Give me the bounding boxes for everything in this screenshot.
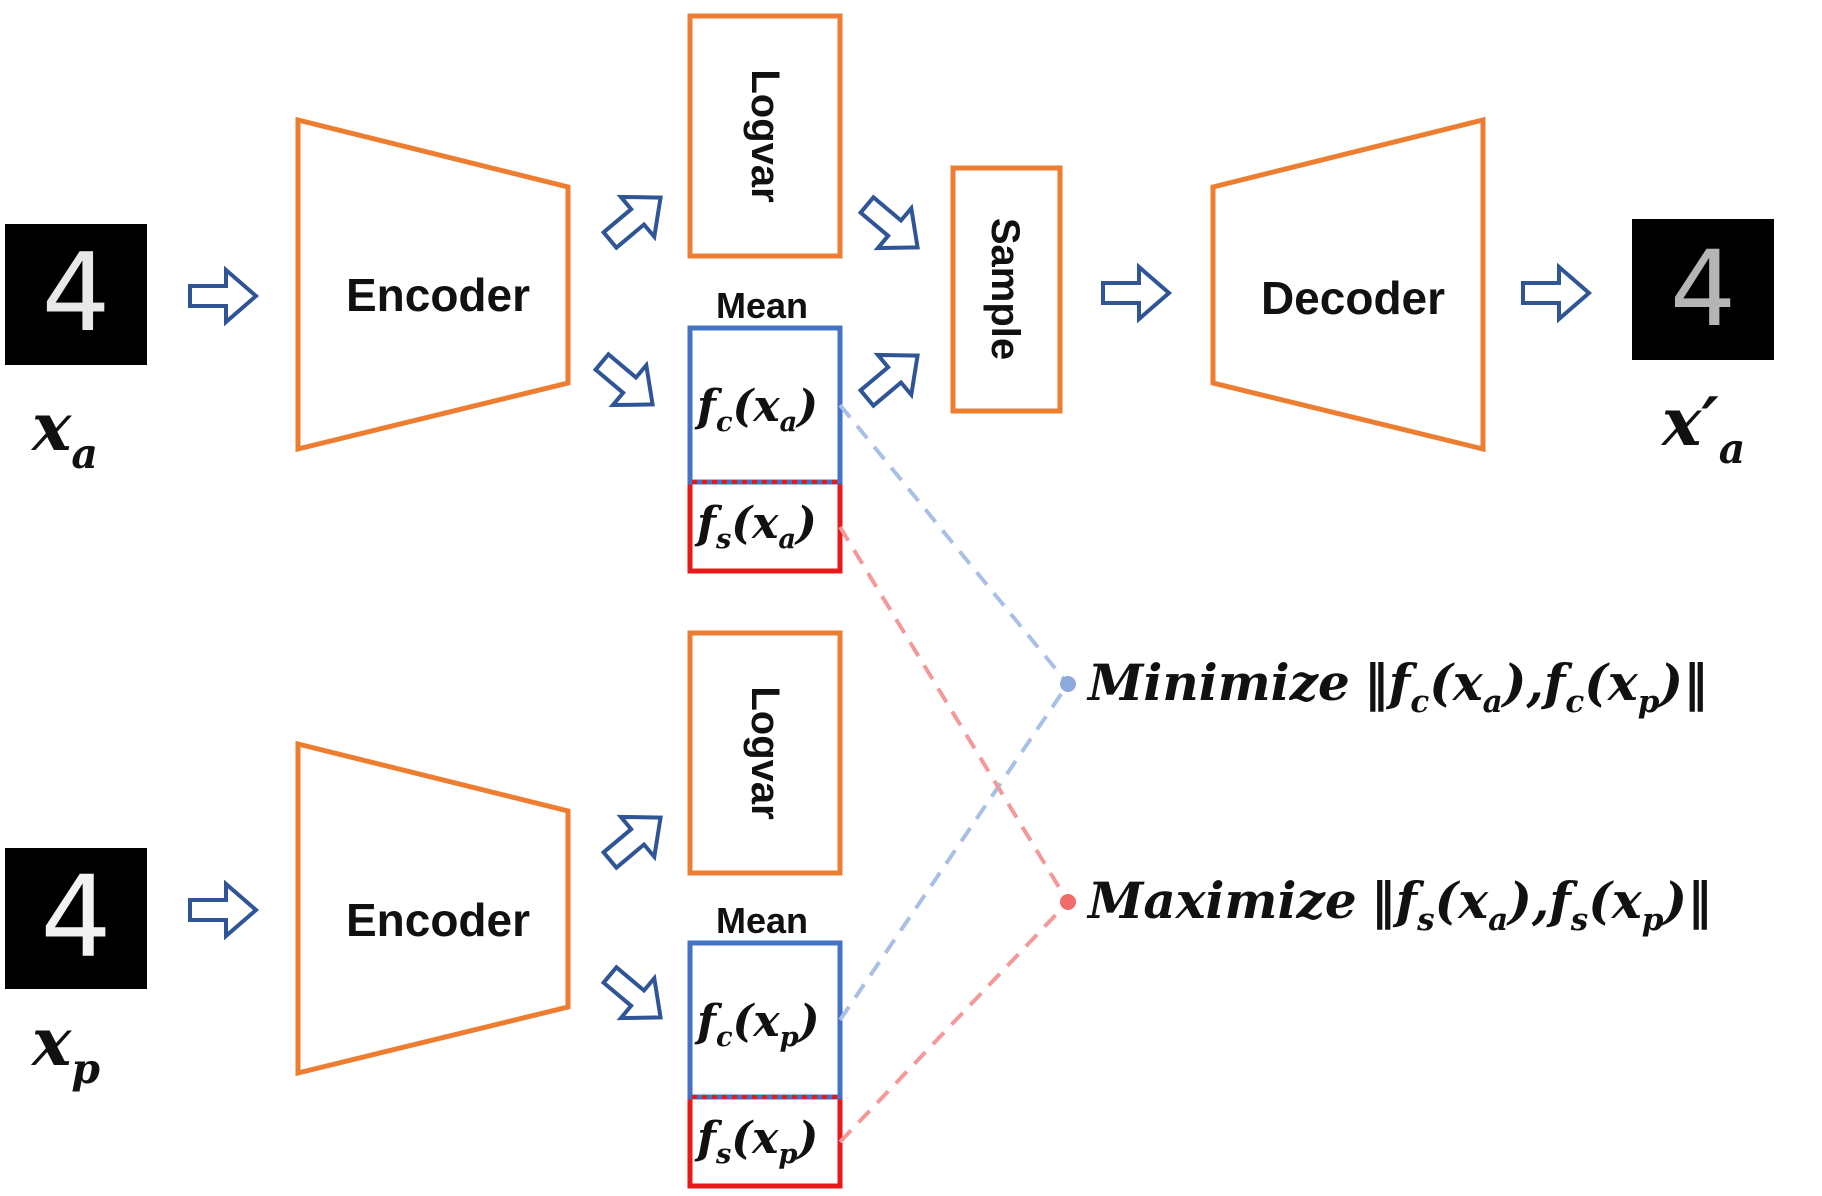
mean-bottom-label: Mean: [716, 900, 808, 941]
encoder-bottom-shape: [295, 740, 571, 1077]
input-image-anchor: 4: [5, 224, 147, 365]
hollow-arrow-icon: [583, 340, 672, 427]
input-image-positive: 4: [5, 848, 147, 989]
hollow-arrow-icon: [1521, 265, 1591, 321]
positive-digit: 4: [40, 853, 111, 983]
encoder-top-label: Encoder: [346, 269, 530, 321]
hollow-arrow-icon: [1101, 265, 1171, 321]
hollow-arrow-icon: [591, 953, 680, 1040]
fs-xa-label: fs(xa): [694, 498, 817, 555]
mean-top-label: Mean: [716, 285, 808, 326]
label-x-a-prime: x′a: [1660, 383, 1745, 473]
output-image-reconstruction: 4: [1632, 219, 1774, 360]
fc-xp-label: fc(xp): [694, 996, 820, 1053]
logvar-top-label: Logvar: [743, 69, 787, 202]
logvar-top-box: [687, 13, 843, 259]
dashed-connectors: [838, 403, 1076, 1144]
sample-box: [950, 165, 1063, 414]
hollow-arrow-icon: [848, 333, 937, 420]
sample-label: Sample: [983, 218, 1027, 360]
hollow-arrow-icon: [848, 183, 937, 270]
maximize-objective: Maximize‖fs(xa),fs(xp)‖: [1086, 871, 1712, 938]
fs-xp-label: fs(xp): [694, 1113, 818, 1170]
hollow-arrow-icon: [591, 795, 680, 882]
reconstructed-digit: 4: [1670, 228, 1736, 350]
label-x-p: xp: [30, 1003, 100, 1093]
hollow-arrow-icon: [188, 268, 258, 324]
label-x-a: xa: [30, 388, 98, 478]
decoder-shape: [1210, 116, 1486, 453]
anchor-digit: 4: [42, 231, 111, 356]
hollow-arrow-icon: [591, 175, 680, 262]
fc-xa-label: fc(xa): [694, 381, 818, 438]
mean-bottom-box: [687, 940, 843, 1189]
encoder-top-shape: [295, 116, 571, 453]
minimize-objective: Minimize‖fc(xa),fc(xp)‖: [1086, 653, 1708, 720]
logvar-bottom-box: [687, 630, 843, 876]
hollow-arrow-icon: [188, 882, 258, 938]
decoder-label: Decoder: [1261, 272, 1445, 324]
logvar-bottom-label: Logvar: [743, 686, 787, 819]
encoder-bottom-label: Encoder: [346, 894, 530, 946]
